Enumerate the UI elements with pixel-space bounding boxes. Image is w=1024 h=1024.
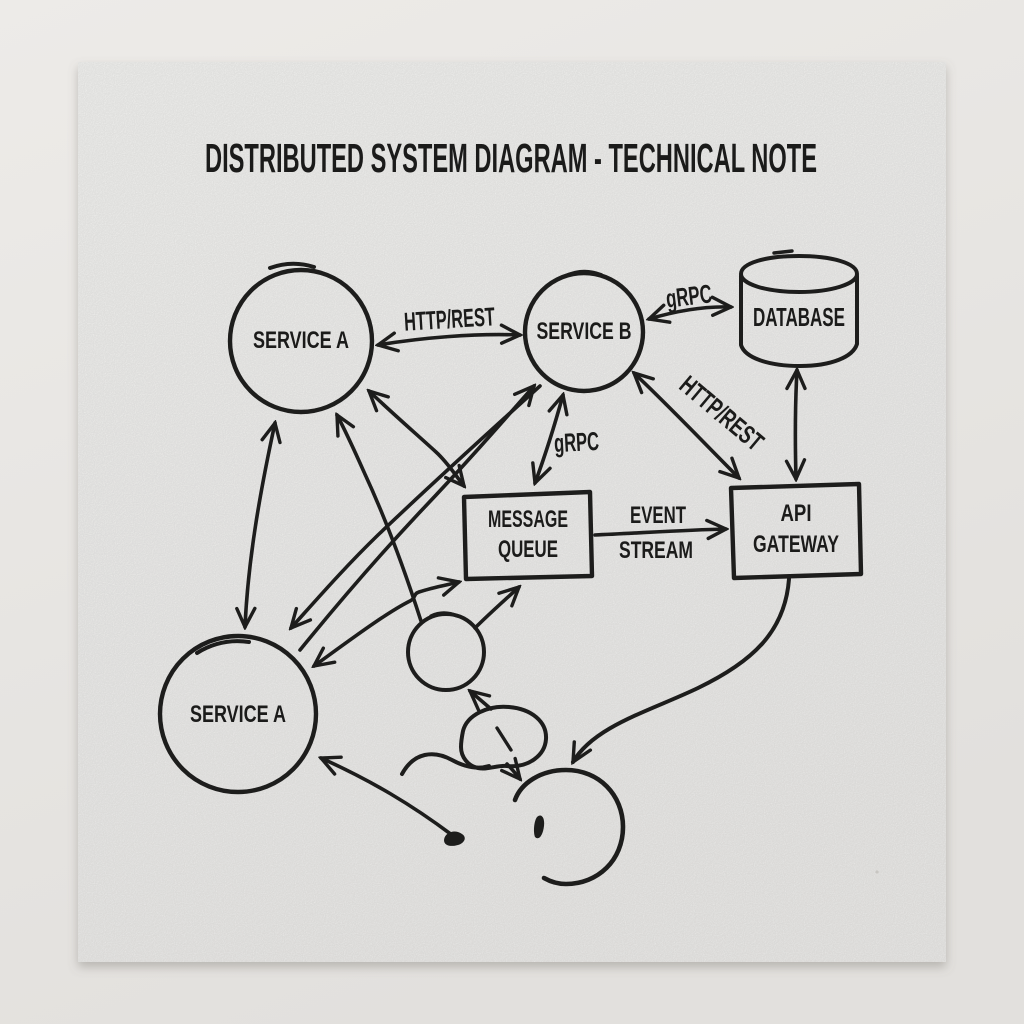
pen-overlap-tick: [429, 611, 459, 618]
service-a-bottom-label: SERVICE A: [190, 701, 286, 728]
blob-wavy-tail: [400, 752, 491, 776]
service-a-bottom-node: SERVICE A: [157, 633, 319, 795]
edge-label-grpc-database: gRPC: [664, 278, 713, 313]
ink-start-blob: [444, 831, 465, 846]
edge-label-event: EVENT: [630, 502, 686, 529]
edge-label-http-rest-top: HTTP/REST: [403, 301, 496, 337]
blob-slash-mark: [495, 726, 513, 752]
api-gateway-label-line1: API: [781, 500, 812, 527]
api-gateway-label-line2: GATEWAY: [753, 531, 839, 558]
database-node: DATABASE: [739, 249, 859, 368]
api-gateway-node: API GATEWAY: [728, 481, 864, 581]
nodes-layer: SERVICE A SERVICE B DATABASE MESSAGE QUE…: [157, 249, 864, 887]
edge-service-a-top-message-queue: [369, 391, 464, 486]
message-queue-label-line1: MESSAGE: [488, 506, 568, 533]
service-b-node: SERVICE B: [522, 269, 646, 394]
edge-label-grpc-queue: gRPC: [553, 426, 600, 458]
edge-label-stream: STREAM: [619, 537, 693, 564]
pen-overlap-tick: [268, 261, 316, 270]
edge-service-b-database: gRPC: [649, 278, 731, 319]
paper-sheet: [78, 62, 946, 962]
edge-database-api-gateway: [795, 370, 797, 479]
pen-overlap-tick: [772, 249, 794, 255]
edge-service-a-top-bottom: [245, 423, 275, 627]
database-label: DATABASE: [753, 302, 845, 332]
edge-service-b-message-queue: gRPC: [535, 395, 600, 483]
paper-speck: [875, 870, 879, 874]
pen-overlap-tick: [564, 269, 603, 278]
edge-open-circle-to-service-a-bottom: [321, 758, 465, 846]
message-queue-node: MESSAGE QUEUE: [461, 489, 595, 582]
unlabeled-small-circle-node: [406, 611, 486, 692]
scribble-blob-shape: [400, 704, 548, 776]
ink-blotch: [533, 815, 545, 839]
pen-overlap-tick: [195, 639, 251, 655]
edge-api-gateway-to-open-circle: [571, 577, 791, 762]
edge-message-queue-api-gateway: EVENT STREAM: [593, 502, 726, 564]
diagram-title: DISTRIBUTED SYSTEM DIAGRAM - TECHNICAL N…: [205, 135, 817, 181]
edge-small-circle-to-message-queue: [473, 587, 519, 630]
service-b-label: SERVICE B: [537, 318, 632, 345]
service-a-top-node: SERVICE A: [227, 261, 375, 415]
message-queue-label-line2: QUEUE: [498, 536, 558, 563]
open-circle-node: [512, 767, 626, 887]
service-a-top-label: SERVICE A: [253, 327, 349, 354]
edge-service-a-service-b: HTTP/REST: [378, 301, 520, 345]
